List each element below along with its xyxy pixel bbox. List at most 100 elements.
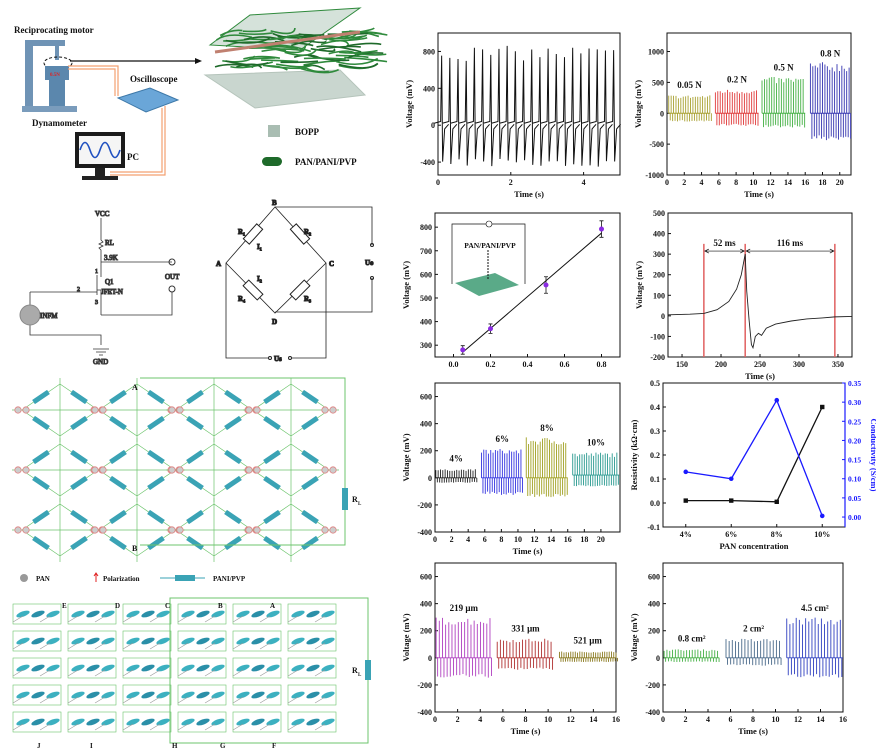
pani-fiber: [266, 691, 280, 699]
pan-strut: [232, 696, 271, 704]
signal-series: [663, 649, 720, 663]
pani-fiber: [71, 610, 85, 618]
rl-value: 3.9K: [104, 254, 118, 262]
jfet-circuit: VCC RL 3.9K OUT Q1 JFET-N 2 1 3 INFM GND: [19, 210, 181, 367]
pani-resistor: [109, 535, 127, 551]
y-tick-label: 0: [656, 654, 660, 663]
pani-fiber: [251, 718, 265, 726]
pan-strut: [12, 615, 51, 623]
pani-resistor: [224, 475, 242, 491]
x-tick-label: 14: [547, 535, 555, 544]
load-resistor: [342, 488, 348, 510]
y-tick-label: -200: [650, 353, 665, 362]
pani-fiber: [251, 610, 265, 618]
series-line: [685, 406, 823, 503]
pani-resistor: [147, 475, 165, 491]
signal-series: [572, 452, 620, 487]
lattice-cell: [232, 630, 282, 652]
x-tick-label: 16: [612, 715, 620, 724]
motor-rod: [55, 46, 59, 60]
pan-particle: [245, 526, 253, 534]
signal-series: [435, 469, 478, 483]
x-tick-label: 8: [751, 715, 755, 724]
pani-fiber: [156, 718, 170, 726]
pan-particle: [14, 466, 22, 474]
fiber: [336, 57, 379, 66]
r3-label: R₃: [304, 295, 311, 303]
pani-fiber: [16, 718, 30, 726]
y-tick-label: 200: [420, 447, 432, 456]
x-tick-label: 2: [684, 715, 688, 724]
x-tick-label: 0: [661, 715, 665, 724]
pani-resistor: [70, 415, 88, 431]
dynamometer-head: [45, 66, 69, 80]
pani-resistor: [301, 475, 319, 491]
y-axis-label: Voltage (mV): [401, 261, 411, 309]
lattice-cell: [12, 657, 62, 679]
signal-series: [496, 638, 554, 670]
pani-fiber: [16, 610, 30, 618]
pani-resistor: [224, 509, 242, 525]
y-tick-label: 0: [431, 121, 435, 130]
pin-label: 2: [77, 287, 80, 293]
pani-fiber: [236, 718, 250, 726]
data-point: [729, 498, 734, 503]
y-tick-label: -400: [417, 528, 432, 537]
y-tick-label: -200: [417, 681, 432, 690]
y-right-tick-label: 0.15: [848, 456, 861, 465]
pani-resistor: [186, 535, 204, 551]
x-tick-label: 10: [514, 535, 522, 544]
pan-particle: [91, 406, 99, 414]
series-label: 0.8 N: [820, 48, 841, 58]
lattice-cell: [12, 711, 62, 733]
pani-fiber: [71, 718, 85, 726]
lattice-cell: [177, 657, 227, 679]
pc-stand: [95, 168, 105, 176]
pan-strut: [122, 669, 161, 677]
data-point: [819, 513, 825, 519]
y-axis-label: Voltage (mV): [634, 261, 644, 309]
y-tick-label: 0: [428, 654, 432, 663]
x-tick-label: 12: [794, 715, 802, 724]
fiber: [219, 29, 243, 37]
fiber: [337, 36, 368, 42]
pani-fiber: [16, 691, 30, 699]
r2-label: R₂: [304, 228, 311, 236]
x-tick-label: 4: [706, 715, 710, 724]
x-tick-label: 12: [531, 535, 539, 544]
x-tick-label: 6: [501, 715, 505, 724]
pan-strut: [67, 669, 106, 677]
pani-fiber: [251, 691, 265, 699]
x-axis-label: Time (s): [744, 189, 774, 199]
fiber: [303, 60, 340, 66]
x-axis-label: Time (s): [513, 546, 543, 556]
pan-particle: [168, 526, 176, 534]
y-tick-label: 600: [420, 573, 432, 582]
signal-series: [668, 95, 712, 122]
duration-label: 52 ms: [713, 238, 736, 248]
pani-fiber: [141, 610, 155, 618]
data-point: [774, 499, 779, 504]
pan-strut: [12, 669, 51, 677]
pani-fiber: [141, 664, 155, 672]
pan-particle: [329, 466, 337, 474]
x-tick-label: 0: [433, 715, 437, 724]
y-right-tick-label: 0.25: [848, 417, 861, 426]
y-tick-label: -1000: [645, 171, 664, 180]
series-label: 0.5 N: [774, 63, 795, 73]
y-tick-label: 400: [420, 318, 432, 327]
pani-fiber: [251, 637, 265, 645]
lattice-cell: [177, 630, 227, 652]
y-tick-label: 1000: [648, 48, 664, 57]
pan-strut: [177, 696, 216, 704]
pani-fiber: [196, 637, 210, 645]
y-right-tick-label: 0.10: [848, 475, 861, 484]
load-loop: [140, 377, 346, 546]
x-tick-label: 2: [456, 715, 460, 724]
x-tick-label: 4: [582, 178, 586, 187]
pani-resistor: [263, 475, 281, 491]
series-label: 6%: [495, 434, 509, 444]
fiber: [216, 34, 253, 41]
fiber: [300, 67, 340, 74]
